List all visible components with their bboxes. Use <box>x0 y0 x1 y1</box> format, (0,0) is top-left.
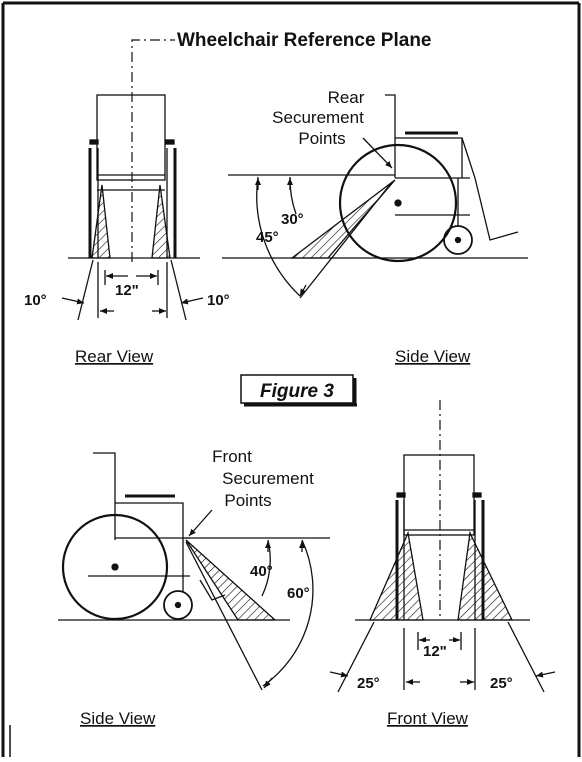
front-angle-min: 40° <box>250 563 273 580</box>
rear-width-label: 12" <box>115 282 139 299</box>
figure-label-text: Figure 3 <box>260 381 334 402</box>
figure-label: Figure 3 <box>240 374 357 407</box>
rear-securement-line-3: Points <box>298 129 345 148</box>
front-width-label: 12" <box>423 643 447 660</box>
rear-view-caption: Rear View <box>75 347 154 366</box>
rear-angle-max: 45° <box>256 229 279 246</box>
front-view-labels: 12" 25° 25° Front View <box>357 642 513 728</box>
side-view-rear-securement <box>222 94 528 299</box>
side-view-top-labels: Rear Securement Points 30° 45° Side View <box>256 88 471 366</box>
front-view <box>329 400 556 693</box>
rear-view-labels: 12" 10° 10° Rear View <box>24 280 230 366</box>
front-angle-max: 60° <box>287 585 310 602</box>
side-view-top-caption: Side View <box>395 347 471 366</box>
front-securement-line-2: Securement <box>222 469 314 488</box>
front-securement-line-1: Front <box>212 447 252 466</box>
rear-securement-line-1: Rear <box>328 88 365 107</box>
front-right-angle: 25° <box>490 675 513 692</box>
rear-angle-min: 30° <box>281 211 304 228</box>
front-view-caption: Front View <box>387 709 469 728</box>
side-view-bottom-labels: Front Securement Points 40° 60° Side Vie… <box>80 447 314 728</box>
rear-securement-line-2: Securement <box>272 108 364 127</box>
reference-plane-title: Wheelchair Reference Plane <box>131 30 432 262</box>
side-view-front-securement <box>58 452 330 691</box>
rear-right-angle: 10° <box>207 292 230 309</box>
title-text: Wheelchair Reference Plane <box>177 30 432 51</box>
rear-view <box>61 94 204 321</box>
side-view-bottom-caption: Side View <box>80 709 156 728</box>
front-securement-line-3: Points <box>224 491 271 510</box>
rear-left-angle: 10° <box>24 292 47 309</box>
front-left-angle: 25° <box>357 675 380 692</box>
